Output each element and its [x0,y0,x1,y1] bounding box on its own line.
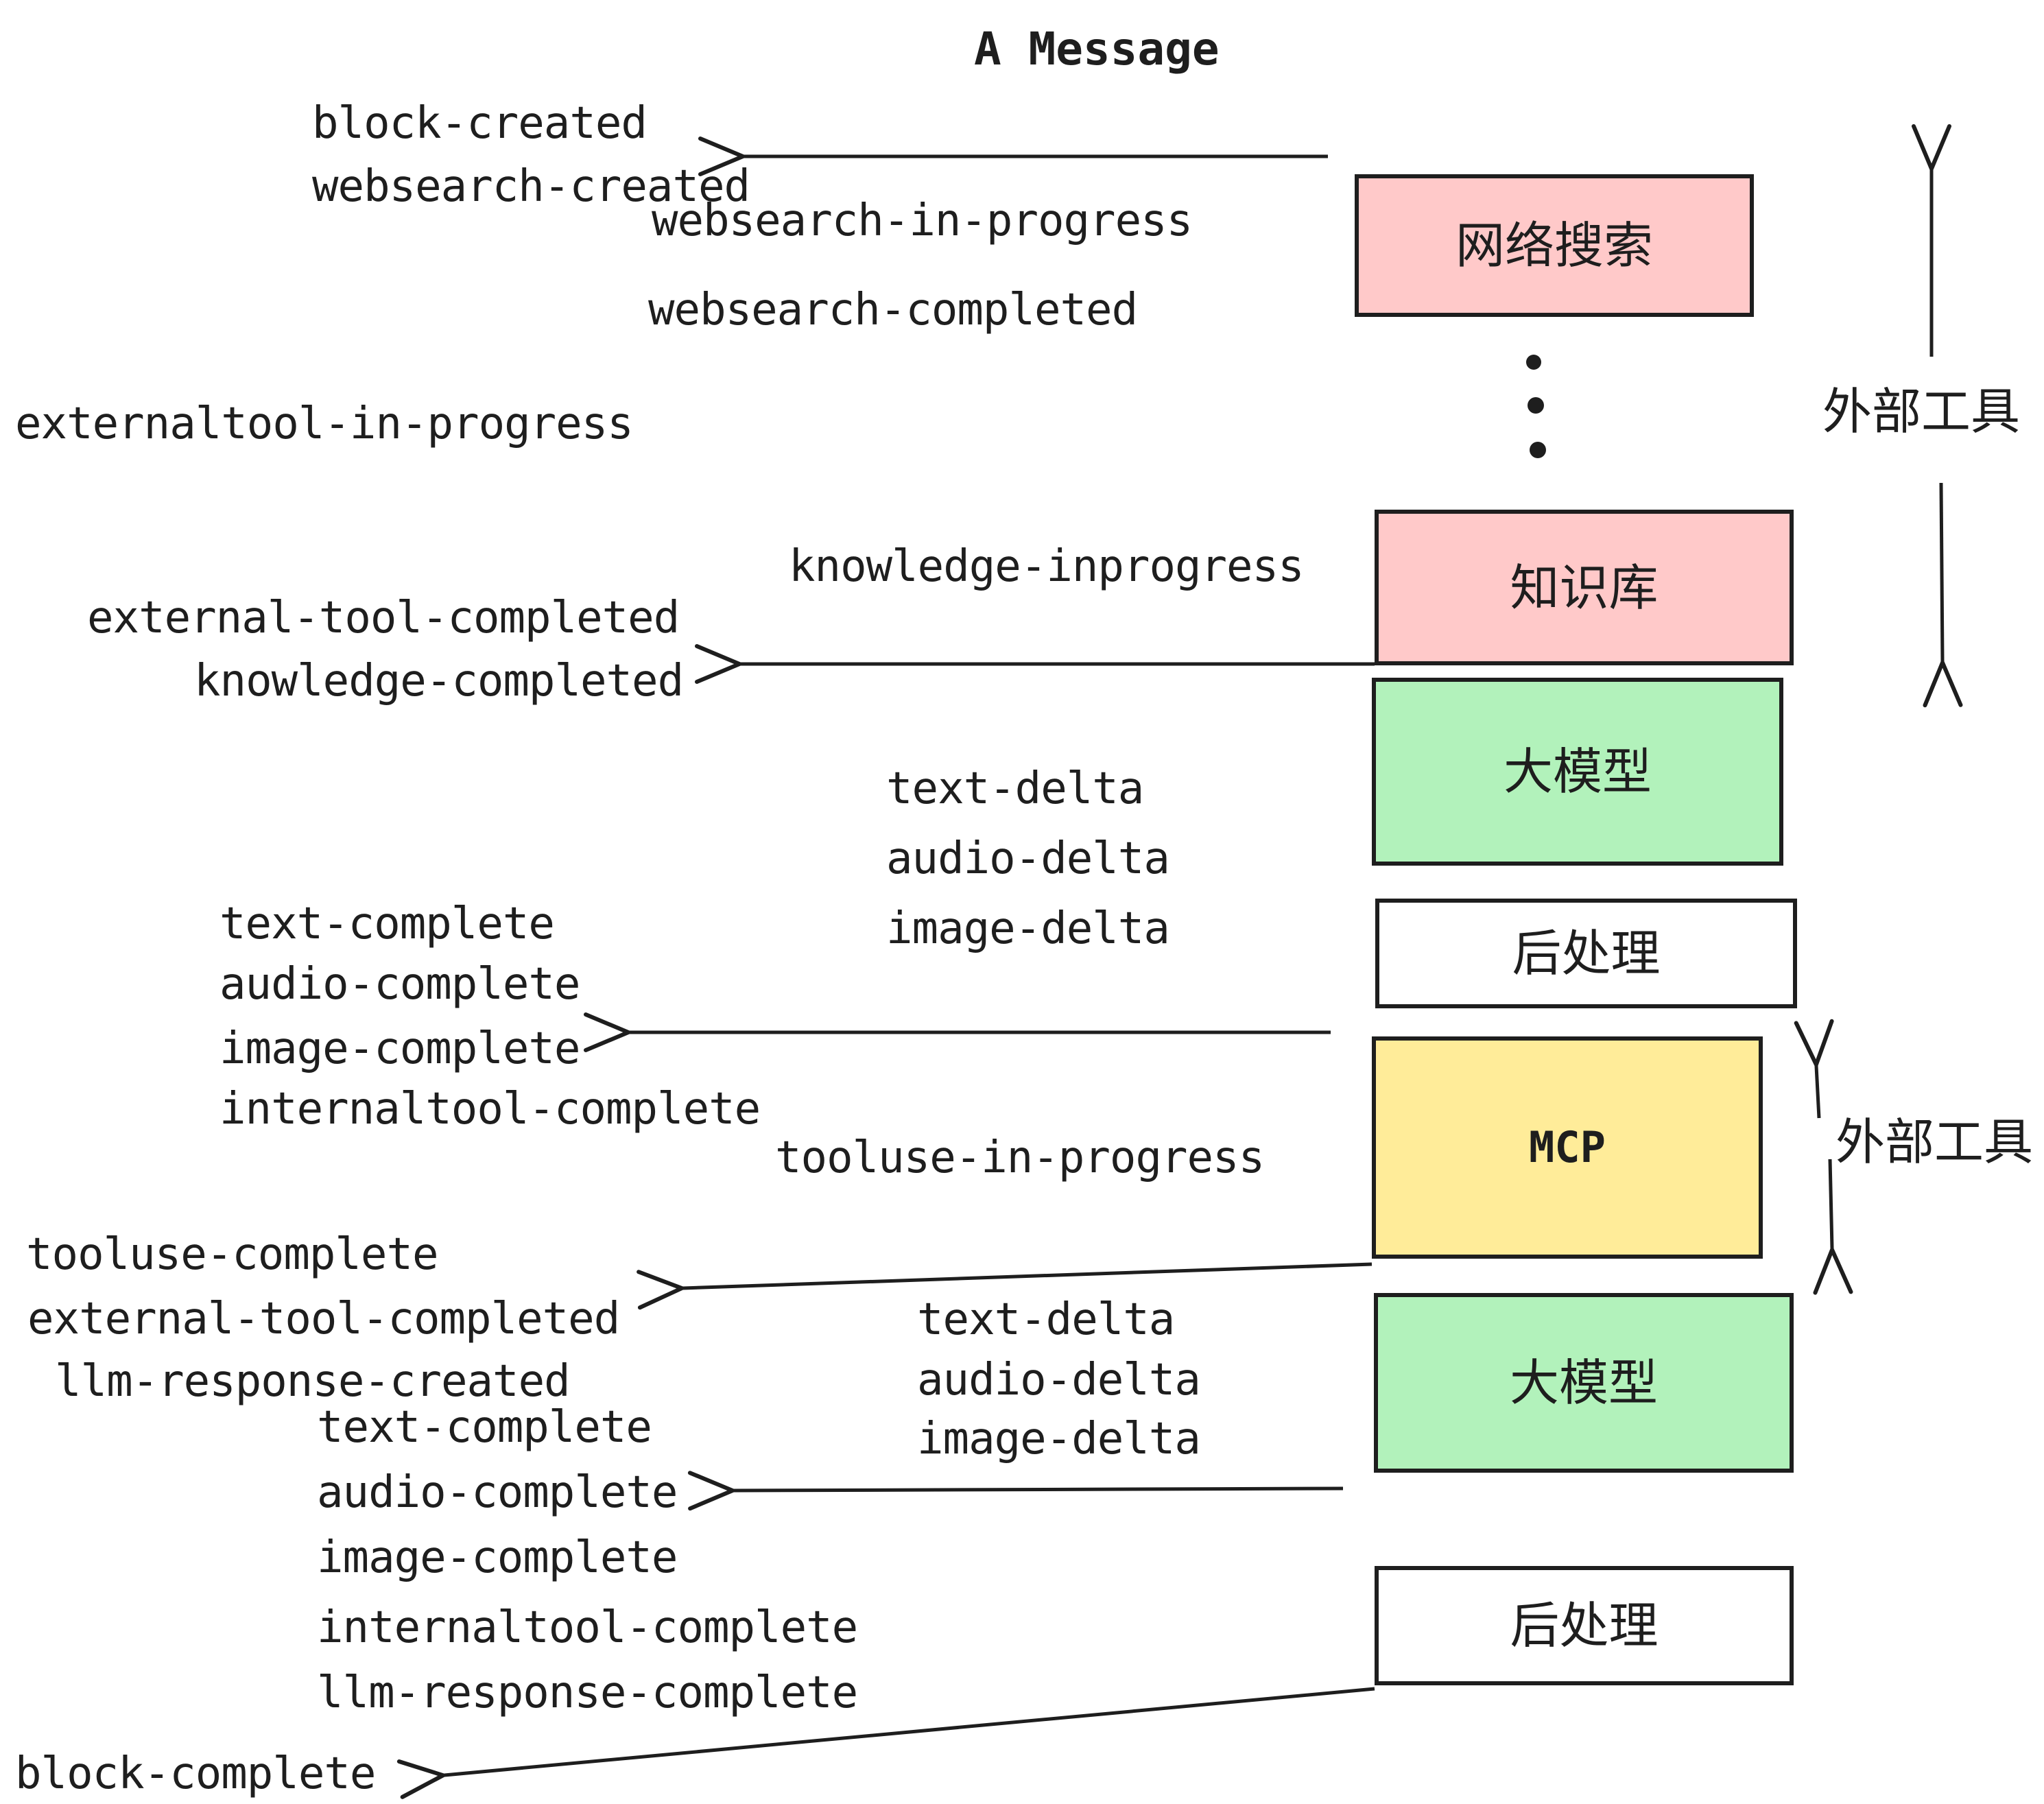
event-label-text-complete-2: text-complete [317,1402,652,1453]
node-mcp: MCP [1372,1036,1763,1259]
node-knowledge-label: 知识库 [1510,558,1659,617]
annotation-external-tools-upper: 外部工具 [1822,383,2021,440]
node-postprocess-2: 后处理 [1375,1566,1794,1685]
node-llm-1-label: 大模型 [1503,743,1652,800]
event-label-internaltool-complete-1: internaltool-complete [219,1084,761,1135]
event-label-externaltool-in-progress: externaltool-in-progress [15,399,634,449]
node-mcp-label: MCP [1529,1122,1606,1172]
event-label-audio-delta-1: audio-delta [886,833,1170,884]
event-label-llm-response-created: llm-response-created [55,1356,571,1407]
event-label-external-tool-completed-2: external-tool-completed [27,1294,620,1344]
arrow-mcp-external-up [1794,1019,1834,1119]
event-label-tooluse-in-progress: tooluse-in-progress [775,1132,1265,1183]
event-label-text-complete-1: text-complete [219,899,555,949]
ellipsis-dot [1528,397,1544,414]
arrow-mcp-external-down [1813,1159,1853,1295]
event-label-internaltool-complete-2: internaltool-complete [317,1602,858,1653]
event-label-knowledge-completed: knowledge-completed [194,656,684,707]
event-label-text-delta-1: text-delta [886,763,1144,814]
node-llm-2: 大模型 [1374,1293,1794,1473]
node-postprocess-1: 后处理 [1375,899,1797,1008]
annotation-external-tools-lower: 外部工具 [1835,1113,2034,1171]
event-label-audio-complete-1: audio-complete [219,959,580,1010]
node-websearch-label: 网络搜索 [1455,217,1653,274]
event-label-websearch-created: websearch-created [312,161,750,212]
event-label-image-delta-2: image-delta [917,1414,1201,1464]
event-label-image-complete-2: image-complete [317,1532,678,1583]
event-label-audio-delta-2: audio-delta [917,1355,1201,1405]
node-llm-2-label: 大模型 [1509,1354,1658,1412]
event-label-block-complete: block-complete [15,1748,376,1799]
node-knowledge: 知识库 [1375,510,1794,665]
event-label-image-complete-1: image-complete [219,1023,580,1074]
node-llm-1: 大模型 [1372,678,1783,866]
arrow-tooluse-complete [637,1262,1372,1310]
event-label-websearch-completed: websearch-completed [648,285,1138,335]
diagram-title: A Message [974,23,1220,75]
event-label-llm-response-complete: llm-response-complete [317,1667,858,1718]
event-label-block-created: block-created [312,98,647,149]
event-label-external-tool-completed: external-tool-completed [87,593,680,643]
event-label-tooluse-complete: tooluse-complete [26,1229,438,1280]
event-label-websearch-in-progress: websearch-in-progress [652,195,1193,246]
event-label-audio-complete-2: audio-complete [317,1467,678,1518]
node-websearch: 网络搜索 [1355,174,1754,317]
node-postprocess-1-label: 后处理 [1512,925,1661,982]
event-label-text-delta-2: text-delta [917,1294,1175,1345]
event-label-image-delta-1: image-delta [886,903,1170,954]
event-label-knowledge-inprogress: knowledge-inprogress [789,541,1305,592]
node-postprocess-2-label: 后处理 [1510,1597,1659,1654]
arrow-external-tools-down [1923,482,1963,708]
ellipsis-dot [1530,442,1546,458]
arrow-audio-complete [687,1471,1344,1511]
ellipsis-dot [1526,355,1541,370]
